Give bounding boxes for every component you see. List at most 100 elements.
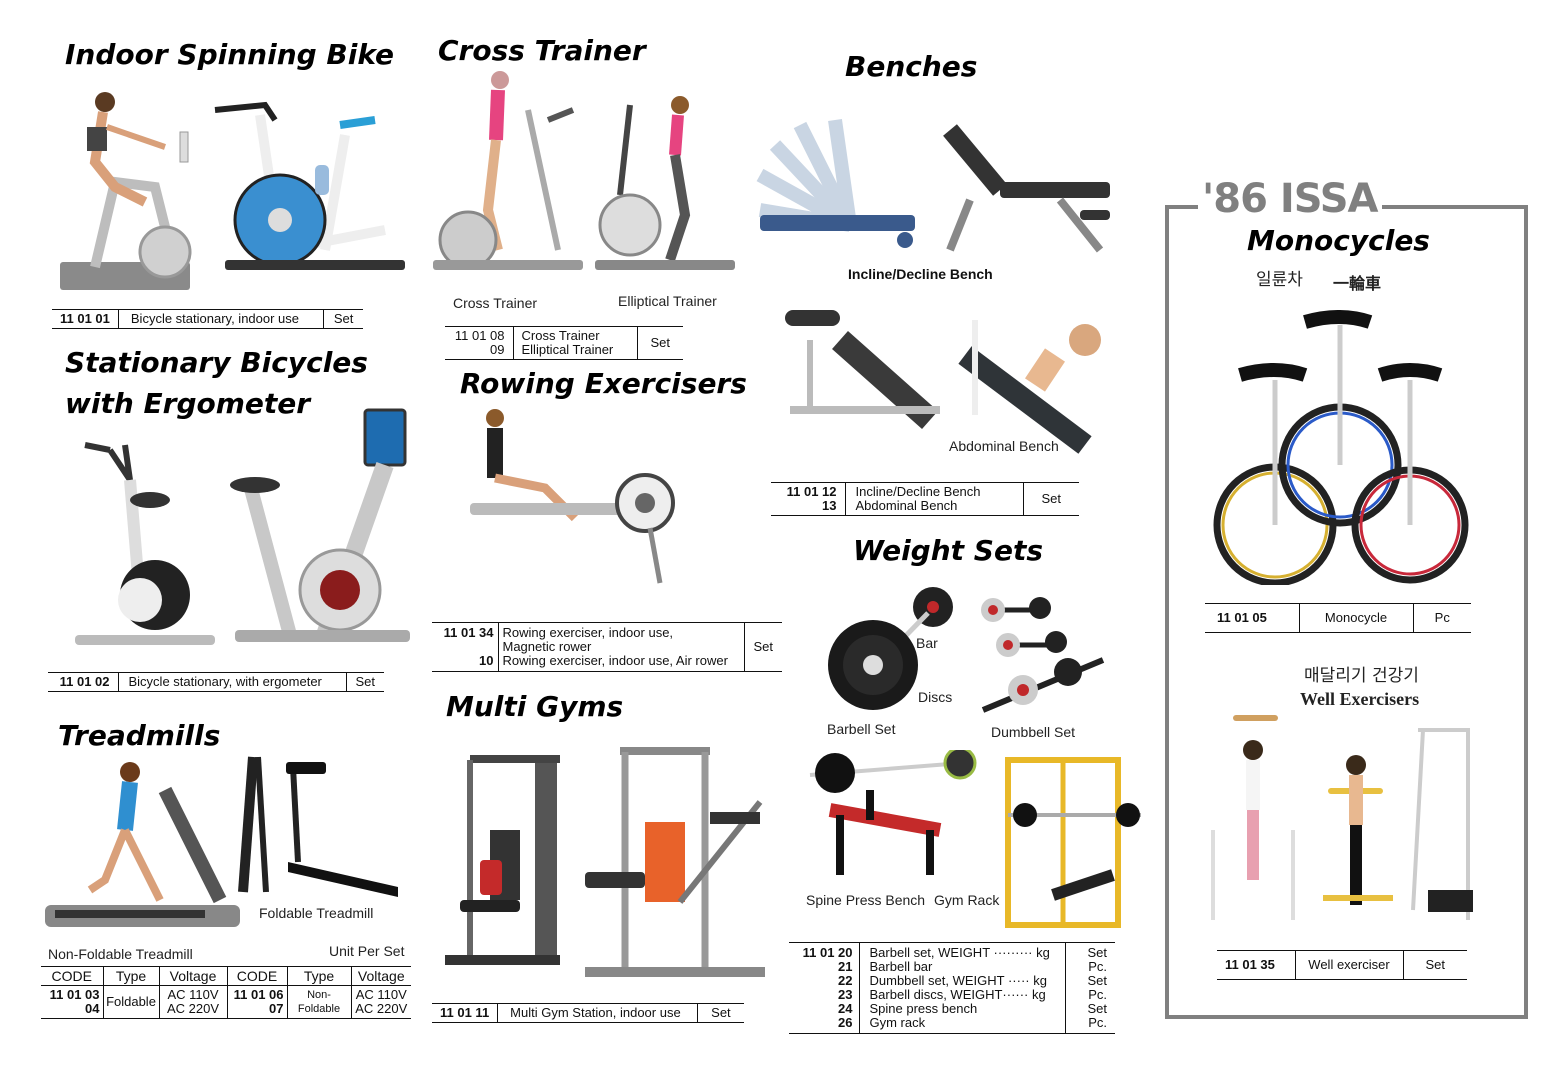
- item-code: 07: [269, 1001, 284, 1016]
- caption-cross-trainer: Cross Trainer: [453, 295, 538, 311]
- item-description: Spine press bench: [869, 1001, 978, 1016]
- item-type: Non-: [307, 989, 331, 1001]
- title-cross-trainer: Cross Trainer: [438, 34, 646, 67]
- spec-table-benches: 11 01 12 13 Incline/Decline Bench Abdomi…: [771, 482, 1079, 516]
- table-row: 11 01 20 21 22 23 24 26 Barbell set, WEI…: [789, 942, 1115, 1034]
- well-exercisers-image: [1208, 710, 1483, 935]
- item-unit: Set: [322, 309, 364, 329]
- item-description: Incline/Decline Bench: [855, 484, 981, 499]
- item-unit: Set: [697, 1003, 744, 1023]
- table-row: 11 01 35 Well exerciser Set: [1217, 950, 1467, 980]
- spec-table-stationary-bicycle: 11 01 02 Bicycle stationary, with ergome…: [48, 672, 384, 692]
- table-row: 11 01 34 10 Rowing exerciser, indoor use…: [432, 622, 782, 672]
- item-type: Foldable: [102, 985, 159, 1019]
- column-header: Type: [102, 966, 159, 986]
- item-type: Foldable: [297, 1003, 341, 1015]
- multi-gym-station-image-1: [440, 750, 565, 975]
- item-description: Barbell set, WEIGHT ········· kg: [869, 945, 1050, 960]
- item-description: Bicycle stationary, with ergometer: [117, 672, 346, 692]
- caption-dumbbell-set: Dumbbell Set: [991, 724, 1076, 740]
- item-code: 11 01 01: [60, 311, 110, 326]
- caption-abdominal-bench: Abdominal Bench: [949, 438, 1059, 454]
- item-code: 11 01 11: [440, 1005, 490, 1020]
- title-monocycles: Monocycles: [1247, 224, 1430, 257]
- title-benches: Benches: [845, 50, 978, 83]
- table-row: 11 01 03 04 Foldable AC 110V AC 220V 11 …: [41, 985, 411, 1019]
- item-description: Bicycle stationary, indoor use: [117, 309, 324, 329]
- item-code: 09: [490, 342, 505, 357]
- item-code: [438, 640, 494, 654]
- item-unit: Set: [636, 326, 683, 360]
- spec-table-treadmills: CODE Type Voltage CODE Type Voltage 11 0…: [41, 966, 411, 1019]
- title-treadmills: Treadmills: [58, 719, 221, 752]
- table-row: 11 01 02 Bicycle stationary, with ergome…: [48, 672, 384, 692]
- title-stationary-bicycles: Stationary Bicycles: [65, 346, 368, 379]
- item-code: 11 01 05: [1217, 610, 1267, 625]
- item-description: Rowing exerciser, indoor use,: [502, 625, 674, 640]
- item-code: 11 01 20: [802, 945, 853, 960]
- title-indoor-spinning-bike: Indoor Spinning Bike: [65, 38, 394, 71]
- column-header: CODE: [226, 966, 287, 986]
- item-code: 11 01 12: [786, 484, 837, 499]
- title-multi-gyms: Multi Gyms: [446, 690, 624, 723]
- spec-table-multi-gym: 11 01 11 Multi Gym Station, indoor use S…: [432, 1003, 744, 1023]
- caption-barbell-set: Barbell Set: [827, 721, 896, 737]
- item-code: 11 01 02: [59, 674, 110, 689]
- spinning-bike-blue-image: [205, 100, 405, 290]
- item-description: Elliptical Trainer: [521, 342, 614, 357]
- spine-press-bench-image: [800, 750, 980, 885]
- item-description: Dumbbell set, WEIGHT ····· kg: [869, 973, 1047, 988]
- item-unit: Set: [345, 672, 384, 692]
- item-description: Gym rack: [869, 1015, 926, 1030]
- item-unit: Pc.: [1088, 959, 1107, 974]
- item-voltage: AC 110V: [355, 987, 407, 1002]
- table-row: 11 01 08 09 Cross Trainer Elliptical Tra…: [445, 326, 683, 360]
- item-code: 23: [838, 987, 853, 1002]
- table-row: 11 01 11 Multi Gym Station, indoor use S…: [432, 1003, 744, 1023]
- item-unit: Set: [743, 622, 782, 672]
- dumbbell-set-image: [978, 590, 1108, 720]
- foldable-treadmill-image: [238, 752, 408, 902]
- item-unit: Set: [1087, 945, 1107, 960]
- item-code: 21: [838, 959, 853, 974]
- caption-spine-press-bench: Spine Press Bench: [806, 892, 926, 908]
- spec-table-monocycle: 11 01 05 Monocycle Pc: [1205, 603, 1471, 633]
- item-code: 11 01 03: [49, 987, 100, 1002]
- monocycles-korean: 일륜차: [1256, 270, 1303, 290]
- elliptical-trainer-image: [590, 95, 740, 280]
- item-code: 11 01 35: [1225, 957, 1275, 972]
- item-voltage: AC 220V: [355, 1001, 408, 1016]
- caption-elliptical-trainer: Elliptical Trainer: [618, 293, 717, 309]
- item-code: 10: [479, 653, 494, 668]
- item-description: Monocycle: [1298, 603, 1413, 633]
- adjustable-bench-image: [930, 120, 1130, 265]
- well-exercisers-korean: 매달리기 건강기: [1304, 666, 1419, 686]
- spec-table-rowing: 11 01 34 10 Rowing exerciser, indoor use…: [432, 622, 782, 672]
- spinner-ergometer-bike-image: [230, 405, 415, 650]
- incline-decline-bench-fan-image: [755, 115, 920, 265]
- caption-incline-decline-bench: Incline/Decline Bench: [848, 266, 993, 282]
- item-code: 22: [838, 973, 853, 988]
- item-unit: Set: [1402, 950, 1467, 980]
- item-unit: Set: [1022, 482, 1079, 516]
- non-foldable-treadmill-image: [45, 760, 245, 945]
- caption-unit-per-set: Unit Per Set: [329, 943, 405, 959]
- item-code: 13: [822, 498, 837, 513]
- caption-gym-rack: Gym Rack: [934, 892, 1000, 908]
- item-description: Magnetic rower: [502, 639, 592, 654]
- upright-exercise-bike-image: [70, 440, 220, 660]
- caption-foldable-treadmill: Foldable Treadmill: [259, 905, 374, 921]
- table-header-row: CODE Type Voltage CODE Type Voltage: [41, 966, 411, 986]
- decline-bench-image: [780, 300, 945, 440]
- multi-gym-station-image-2: [580, 742, 770, 987]
- caption-bar: Bar: [916, 635, 938, 651]
- item-unit: Pc.: [1088, 987, 1107, 1002]
- title-rowing-exercisers: Rowing Exercisers: [460, 367, 747, 400]
- item-unit: Pc: [1412, 603, 1471, 633]
- caption-non-foldable-treadmill: Non-Foldable Treadmill: [48, 946, 193, 962]
- caption-discs: Discs: [918, 689, 953, 705]
- item-description: Rowing exerciser, indoor use, Air rower: [502, 653, 728, 668]
- table-row: 11 01 12 13 Incline/Decline Bench Abdomi…: [771, 482, 1079, 516]
- item-voltage: AC 110V: [167, 987, 219, 1002]
- item-code: 24: [838, 1001, 853, 1016]
